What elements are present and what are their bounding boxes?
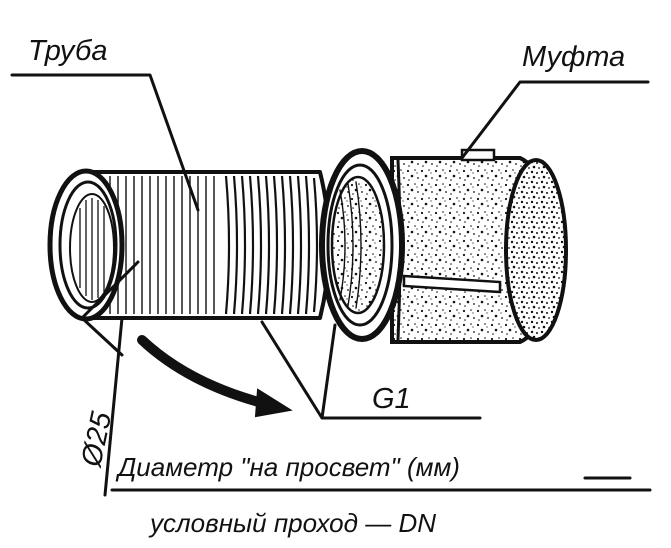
label-pipe: Труба: [28, 35, 108, 67]
pipe-hatching: [109, 175, 319, 315]
coupling-leader: [460, 80, 650, 160]
dimension-vertical: [103, 316, 124, 497]
label-bore-diameter: Диаметр "на просвет" (мм): [115, 452, 460, 482]
label-nominal-bore: условный проход — DN: [148, 508, 436, 538]
diameter-line: [80, 260, 140, 320]
coupling-collar-mid: [326, 163, 394, 327]
pipe-end-wall: [58, 180, 118, 310]
pipe-bore-shading: [79, 198, 105, 300]
coupling-drawing: [319, 148, 568, 344]
diameter-extension: [80, 316, 124, 357]
coupling-inner-thread: [330, 175, 386, 315]
coupling-inner-thread-lines: [339, 181, 362, 309]
label-thread: G1: [372, 383, 411, 415]
coupling-right-end: [504, 158, 568, 342]
leader-lines: [10, 73, 652, 497]
pipe-leader: [10, 73, 200, 212]
thread-leader-2: [320, 323, 337, 420]
label-diameter-symbol: Ø25: [75, 408, 118, 470]
pipe-drawing: [47, 168, 331, 322]
curved-arrow: [137, 331, 293, 418]
coupling-rib: [402, 274, 502, 294]
label-coupling: Муфта: [522, 41, 625, 73]
